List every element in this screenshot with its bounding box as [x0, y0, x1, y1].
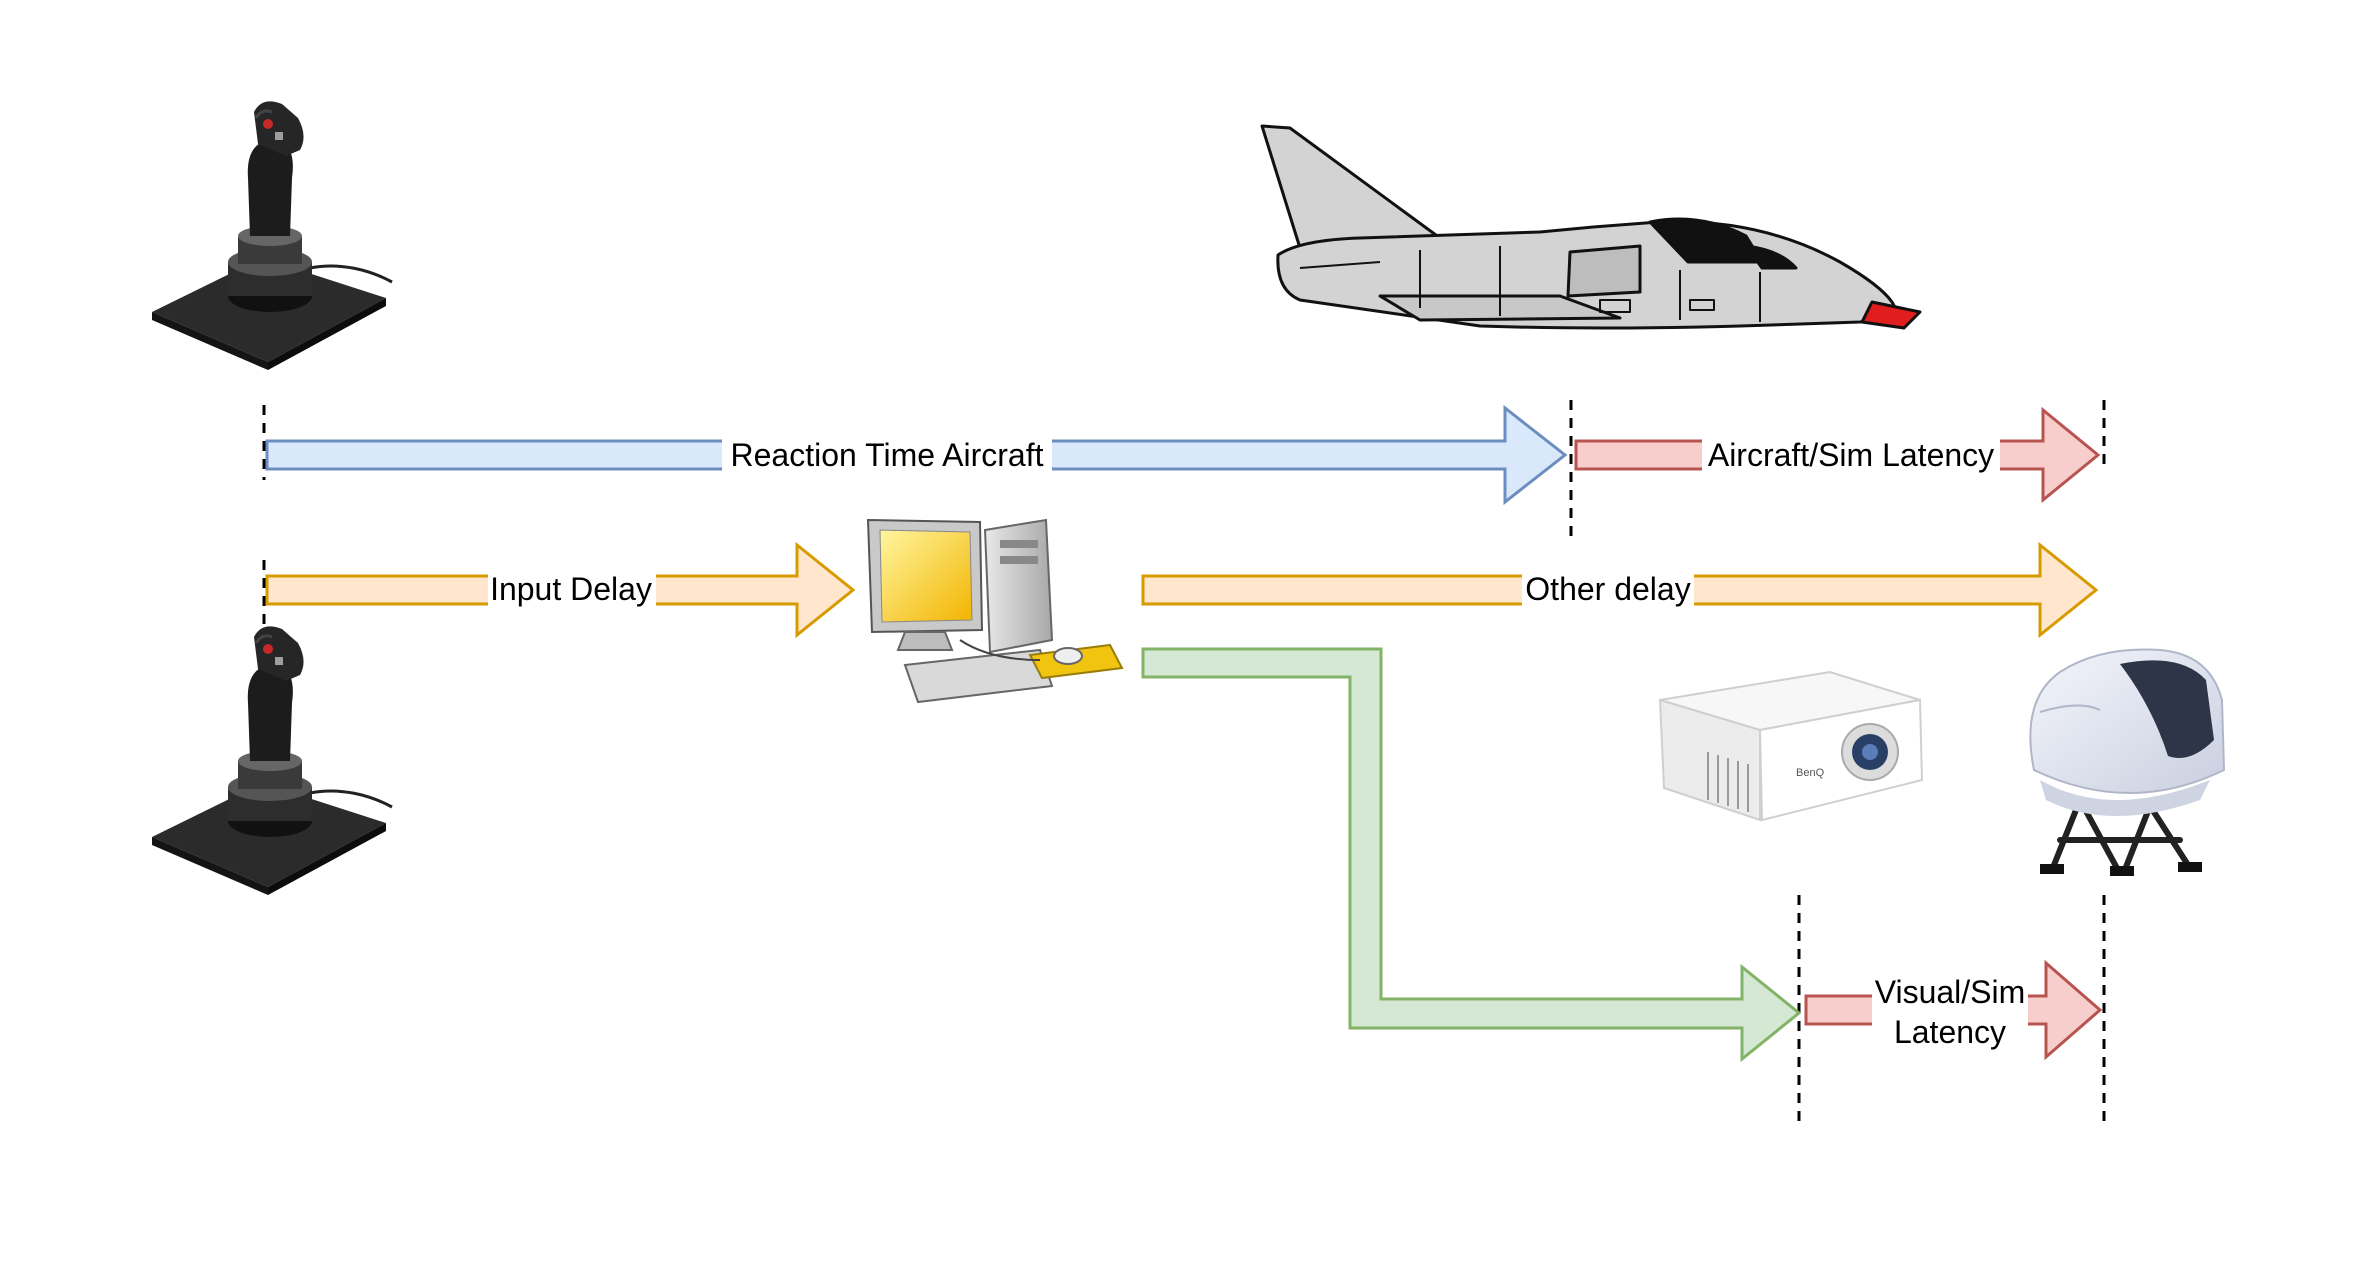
visual-sim-latency-label-line1: Visual/Sim: [1875, 974, 2026, 1010]
input-delay-label-bg: [488, 567, 656, 611]
input-delay-label: Input Delay: [490, 571, 652, 607]
projector-icon: BenQ: [1658, 670, 1924, 822]
aircraft-sim-label-bg: [1702, 432, 2000, 476]
visual-sim-latency-arrow: Visual/Sim Latency: [1804, 959, 2103, 1061]
reaction-time-aircraft-arrow: Reaction Time Aircraft: [265, 404, 1568, 506]
jet-aircraft-icon: [1260, 124, 1922, 330]
joystick-icon-top: [152, 101, 393, 370]
joystick-icon-bottom: [152, 626, 393, 895]
other-delay-label-bg: [1522, 567, 1694, 611]
timing-markers: [262, 400, 2106, 1125]
reaction-time-label-bg: [722, 432, 1052, 476]
joystick-icon: [152, 101, 393, 370]
aircraft-sim-latency-label: Aircraft/Sim Latency: [1708, 437, 1994, 473]
joystick-icon: [152, 626, 393, 895]
aircraft-sim-latency-arrow: Aircraft/Sim Latency: [1574, 406, 2101, 504]
input-delay-arrow: Input Delay: [265, 541, 856, 639]
visual-path-arrow: [1141, 647, 1802, 1063]
reaction-time-aircraft-label: Reaction Time Aircraft: [731, 437, 1044, 473]
flight-simulator-icon: [2029, 648, 2226, 876]
other-delay-arrow: Other delay: [1141, 541, 2099, 639]
projector-brand-label: BenQ: [1796, 767, 1825, 779]
visual-sim-label-bg: [1872, 970, 2028, 1050]
other-delay-label: Other delay: [1525, 571, 1690, 607]
visual-path-arrow-shape: [1141, 647, 1802, 1063]
visual-sim-latency-label-line2: Latency: [1894, 1014, 2006, 1050]
desktop-computer-icon: [866, 518, 1124, 704]
